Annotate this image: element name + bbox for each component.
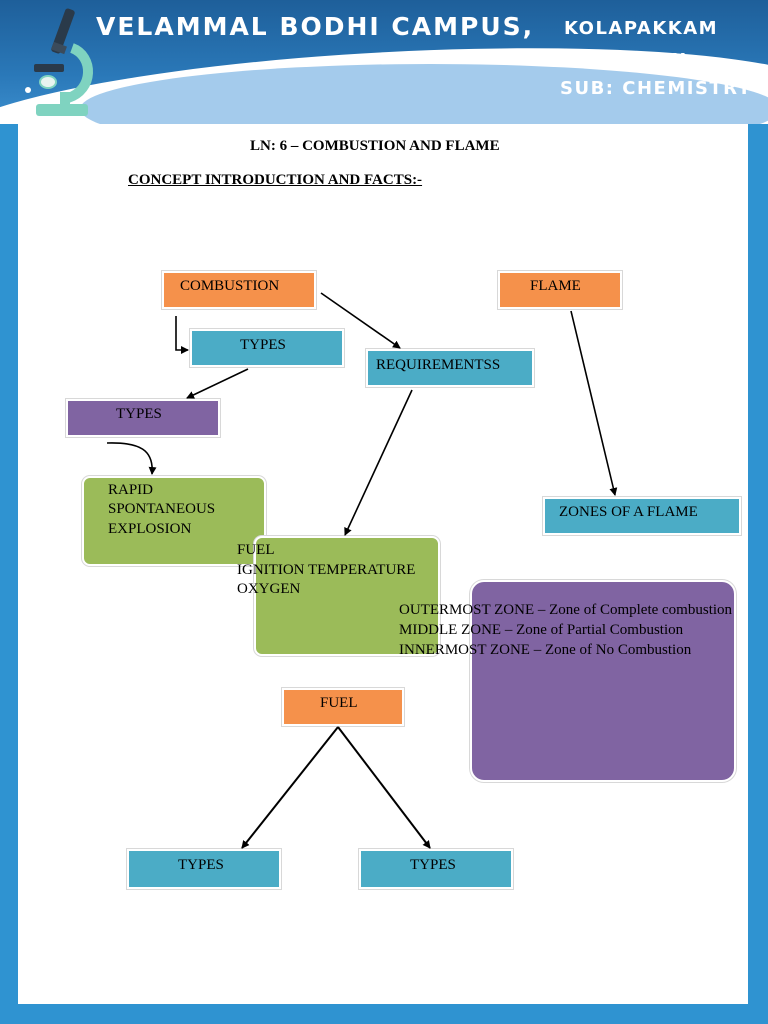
zones-of-flame-label: ZONES OF A FLAME — [559, 504, 698, 520]
fuel-box: FUEL — [282, 688, 404, 726]
flame-zones-text: OUTERMOST ZONE – Zone of Complete combus… — [399, 601, 768, 663]
requirement-ignition-temperature: IGNITION TEMPERATURE — [237, 562, 416, 578]
flame-box: FLAME — [498, 271, 622, 309]
page-border-bottom — [0, 1006, 768, 1024]
combustion-type-spontaneous: SPONTANEOUS — [108, 501, 216, 517]
fuel-label: FUEL — [320, 695, 358, 711]
zone-innermost: INNERMOST ZONE – Zone of No Combustion — [399, 642, 692, 658]
combustion-types-box — [82, 476, 266, 566]
requirements-label: REQUIREMENTSS — [376, 357, 501, 373]
flame-zones-box — [470, 580, 736, 782]
fuel-types-box-left: TYPES — [127, 849, 281, 889]
fuel-types-box-right: TYPES — [359, 849, 513, 889]
types-label-2: TYPES — [116, 406, 162, 422]
requirements-items-box — [254, 536, 440, 656]
zone-middle: MIDDLE ZONE – Zone of Partial Combustion — [399, 622, 684, 638]
school-location: KOLAPAKKAM — [564, 18, 719, 39]
subject-label: SUB: CHEMISTRY — [560, 78, 753, 99]
fuel-types-label-right: TYPES — [410, 857, 456, 873]
requirement-fuel: FUEL — [237, 542, 275, 558]
flame-label: FLAME — [530, 278, 581, 294]
requirements-box: REQUIREMENTSS — [366, 349, 534, 387]
types-box-1: TYPES — [190, 329, 344, 367]
combustion-type-rapid: RAPID — [108, 482, 154, 498]
combustion-box: COMBUSTION — [162, 271, 316, 309]
lesson-title: LN: 6 – COMBUSTION AND FLAME — [250, 138, 500, 154]
microscope-icon — [25, 8, 93, 116]
zones-of-flame-box: ZONES OF A FLAME — [543, 497, 741, 535]
class-label: CLASS: VIII — [560, 50, 688, 71]
fuel-types-label-left: TYPES — [178, 857, 224, 873]
zone-outermost: OUTERMOST ZONE – Zone of Complete combus… — [399, 602, 733, 618]
combustion-label: COMBUSTION — [180, 278, 280, 294]
requirement-oxygen: OXYGEN — [237, 581, 301, 597]
page-border-right — [746, 0, 768, 1024]
school-name: VELAMMAL BODHI CAMPUS, — [96, 12, 535, 41]
types-box-2: TYPES — [66, 399, 220, 437]
combustion-type-explosion: EXPLOSION — [108, 521, 192, 537]
school-header-banner: VELAMMAL BODHI CAMPUS, KOLAPAKKAM CLASS:… — [0, 0, 768, 124]
section-heading: CONCEPT INTRODUCTION AND FACTS:- — [128, 172, 423, 188]
types-label-1: TYPES — [240, 337, 286, 353]
